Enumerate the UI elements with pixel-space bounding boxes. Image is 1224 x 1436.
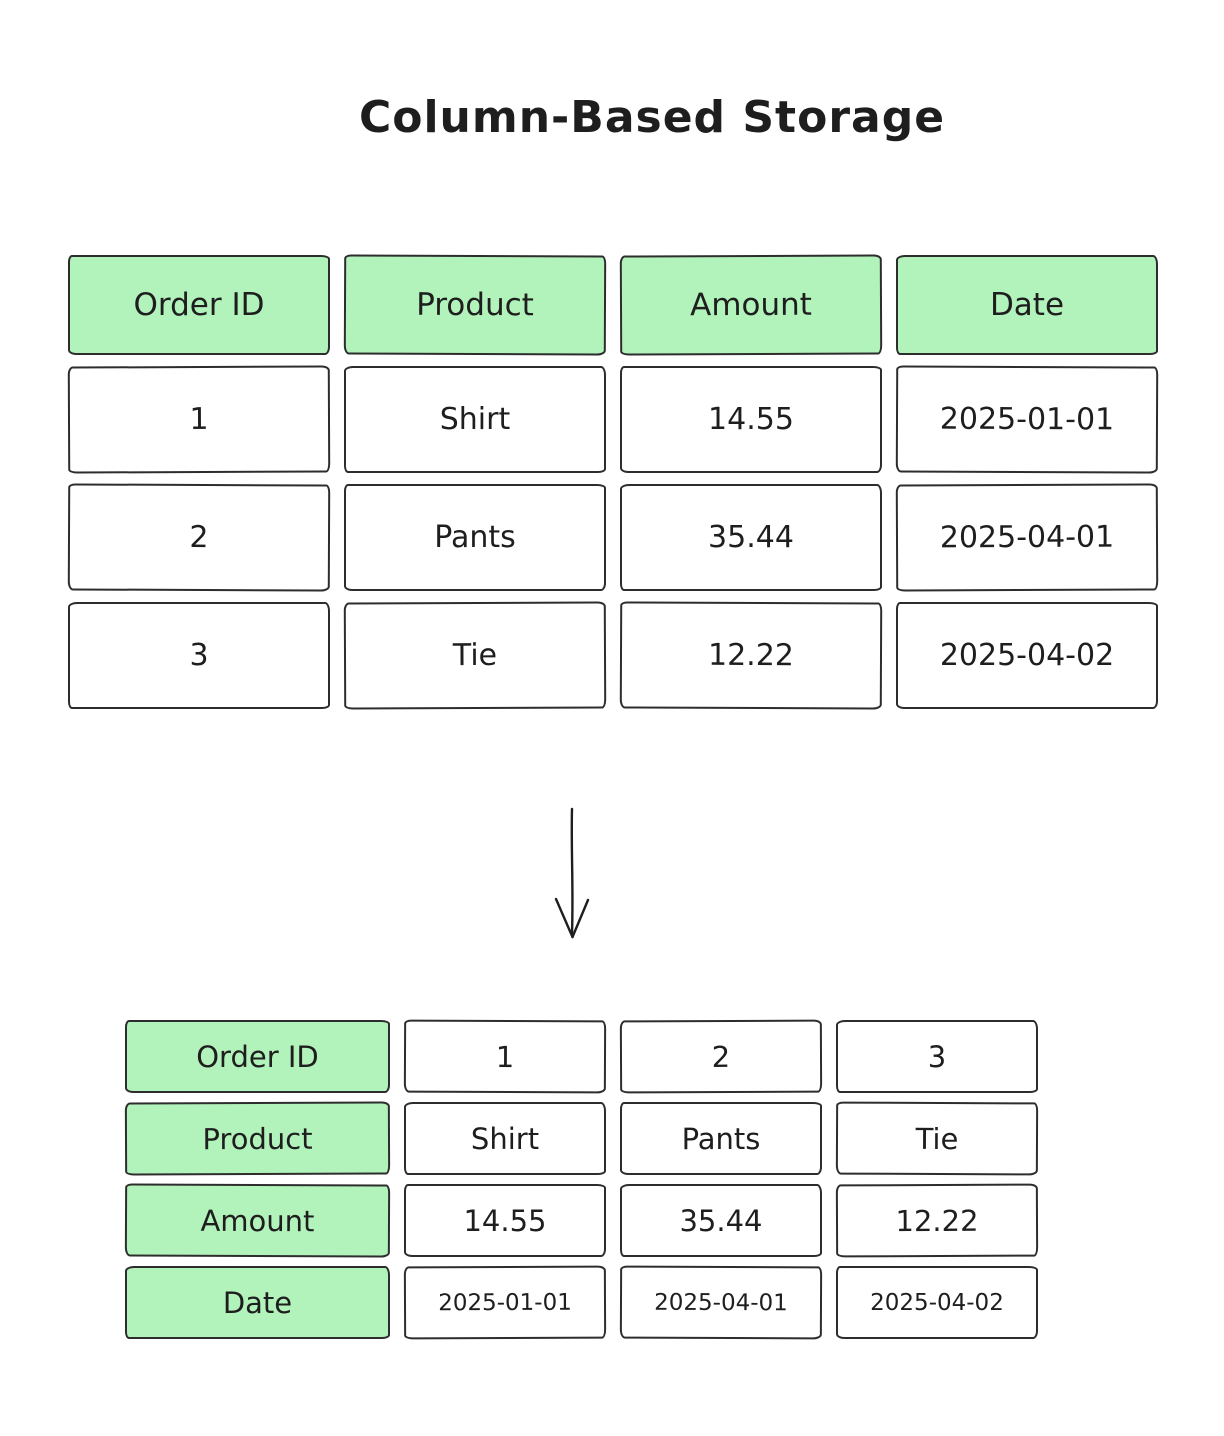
row-table-cell-row2-date: 2025-04-01 <box>895 483 1159 592</box>
column-cell-amount-2: 35.44 <box>620 1184 822 1257</box>
row-table-header-product: Product <box>343 254 607 356</box>
column-cell-product-1: Shirt <box>404 1102 606 1175</box>
column-oriented-table: Order ID 1 2 3 Product Shirt Pants Tie A… <box>124 1019 1039 1340</box>
row-table-cell-row2-order-id: 2 <box>67 483 331 592</box>
column-cell-date-1: 2025-01-01 <box>403 1265 607 1340</box>
column-header-date: Date <box>125 1266 390 1339</box>
column-cell-order-id-2: 2 <box>619 1019 823 1094</box>
row-table-header-amount: Amount <box>619 254 883 356</box>
row-table-cell-row2-product: Pants <box>344 484 606 591</box>
row-table-cell-row1-order-id: 1 <box>67 365 331 474</box>
row-oriented-table: Order ID Product Amount Date 1 Shirt 14.… <box>67 254 1159 710</box>
row-table-cell-row1-date: 2025-01-01 <box>895 365 1159 474</box>
column-cell-amount-3: 12.22 <box>835 1183 1039 1258</box>
row-table-cell-row3-product: Tie <box>343 601 607 710</box>
row-table-cell-row2-amount: 35.44 <box>620 484 882 591</box>
column-cell-order-id-3: 3 <box>836 1020 1038 1093</box>
column-cell-date-2: 2025-04-01 <box>619 1265 823 1340</box>
column-cell-amount-1: 14.55 <box>404 1184 606 1257</box>
diagram-title: Column-Based Storage <box>358 92 946 143</box>
column-header-amount: Amount <box>124 1183 391 1258</box>
row-table-header-date: Date <box>896 255 1158 355</box>
column-header-product: Product <box>124 1101 391 1176</box>
row-table-header-order-id: Order ID <box>68 255 330 355</box>
row-table-cell-row3-order-id: 3 <box>68 602 330 709</box>
column-cell-order-id-1: 1 <box>403 1019 607 1094</box>
row-table-cell-row3-date: 2025-04-02 <box>896 602 1158 709</box>
row-table-cell-row1-amount: 14.55 <box>620 366 882 473</box>
down-arrow-icon <box>546 806 598 942</box>
row-table-cell-row3-amount: 12.22 <box>619 601 883 710</box>
column-cell-product-2: Pants <box>620 1102 822 1175</box>
column-header-order-id: Order ID <box>125 1020 390 1093</box>
column-cell-date-3: 2025-04-02 <box>836 1266 1038 1339</box>
column-cell-product-3: Tie <box>835 1101 1039 1176</box>
row-table-cell-row1-product: Shirt <box>344 366 606 473</box>
